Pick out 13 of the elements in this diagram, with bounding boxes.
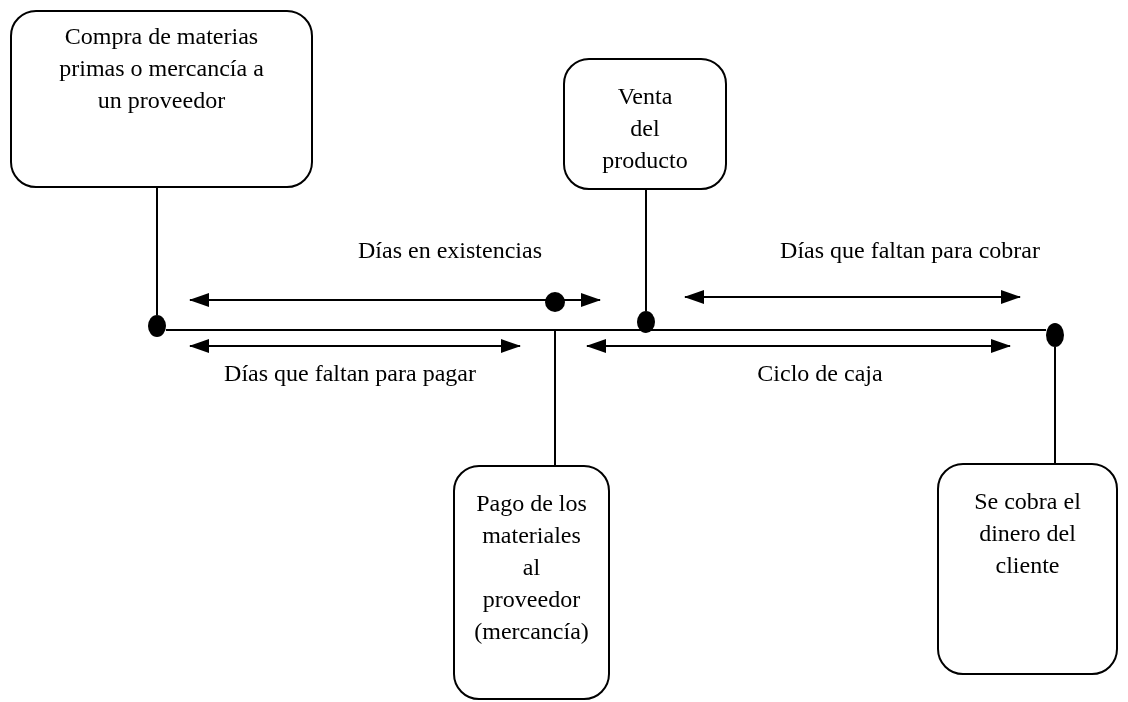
event-box-text: Pago de los materiales al proveedor (mercancía) — [474, 489, 589, 646]
event-box-text: Venta del producto — [602, 82, 688, 175]
timeline-dot — [148, 315, 166, 337]
event-box-text: Se cobra el dinero del cliente — [973, 487, 1082, 580]
timeline-dot — [545, 292, 565, 312]
leader-line — [1054, 346, 1056, 464]
leader-line — [645, 189, 647, 312]
leader-line — [554, 329, 556, 466]
event-box-text: Compra de materias primas o mercancía a un proveedor — [58, 22, 265, 115]
leader-line — [156, 187, 158, 316]
timeline-dot — [1046, 323, 1064, 347]
timeline-line — [165, 329, 1047, 331]
timeline-dot — [637, 311, 655, 333]
